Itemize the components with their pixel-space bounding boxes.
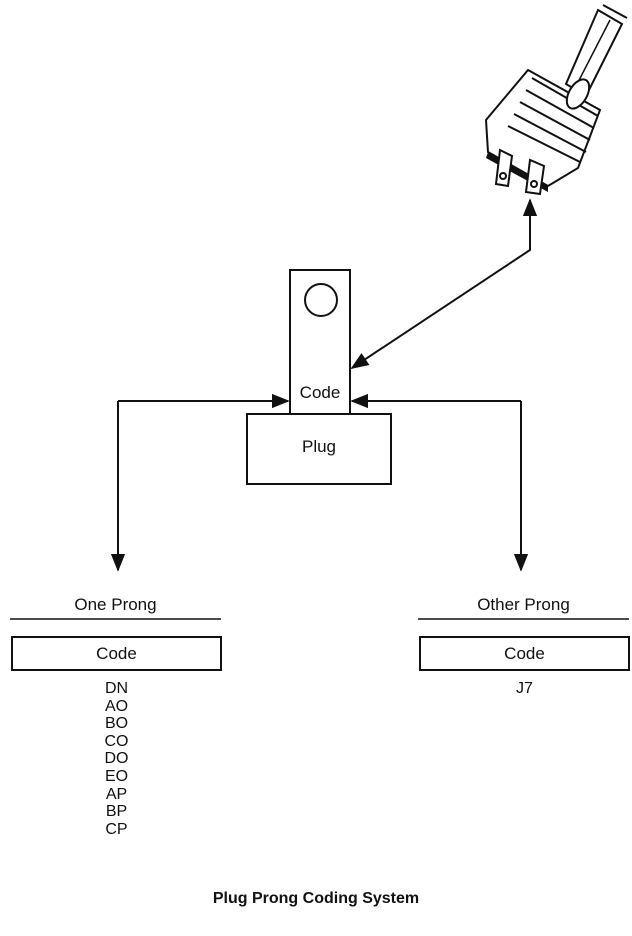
left-table-heading: One Prong <box>74 595 157 614</box>
code-entry: J7 <box>516 680 533 697</box>
right-table-column-header: Code <box>504 644 545 663</box>
tag-hole <box>304 283 338 317</box>
tag-code-label: Code <box>299 383 341 402</box>
code-entry: CP <box>105 820 128 838</box>
left-table-column-header: Code <box>96 644 137 663</box>
plug-box <box>246 413 392 485</box>
diagram-caption: Plug Prong Coding System <box>212 890 420 907</box>
code-entry: DN <box>104 680 129 697</box>
arrow-plug-to-code <box>350 198 538 369</box>
left-code-list: DN AO BO CO DO EO AP BP CP <box>12 680 221 838</box>
code-entry: BP <box>105 803 128 821</box>
left-code-header-box <box>11 636 222 671</box>
code-entry: EO <box>104 767 129 785</box>
code-entry: DO <box>104 750 129 768</box>
code-entry: CO <box>104 732 129 750</box>
code-entry: AO <box>104 697 129 715</box>
right-code-list: J7 <box>420 680 629 698</box>
code-entry: AP <box>105 785 128 803</box>
right-table-heading: Other Prong <box>477 595 570 614</box>
plug-label: Plug <box>301 437 337 456</box>
right-code-header-box <box>419 636 630 671</box>
code-entry: BO <box>104 715 129 733</box>
power-plug-illustration <box>484 4 628 196</box>
